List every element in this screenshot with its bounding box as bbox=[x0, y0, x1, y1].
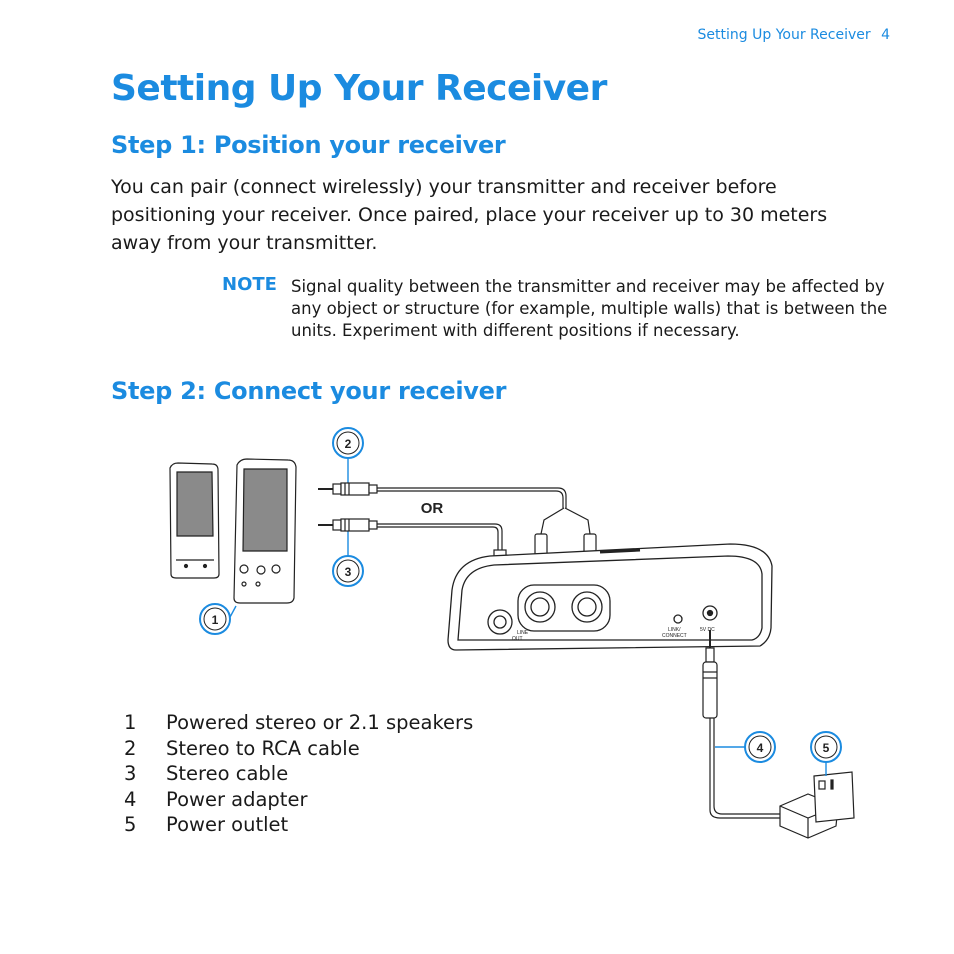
step1-body: You can pair (connect wirelessly) your t… bbox=[111, 176, 828, 254]
note-text: Signal quality between the transmitter a… bbox=[291, 277, 888, 340]
legend-number: 2 bbox=[124, 736, 137, 760]
running-header-title: Setting Up Your Receiver bbox=[697, 27, 871, 43]
note-label: NOTE bbox=[222, 274, 277, 295]
legend-label: Stereo cable bbox=[166, 762, 289, 785]
legend-item: 4 Power adapter bbox=[124, 787, 473, 813]
or-label: OR bbox=[421, 500, 444, 517]
right-speaker bbox=[233, 458, 297, 604]
legend-item: 2 Stereo to RCA cable bbox=[124, 736, 473, 762]
callout-4: 4 bbox=[715, 731, 776, 763]
callout-2-label: 2 bbox=[345, 437, 352, 451]
legend-label: Power outlet bbox=[166, 813, 289, 836]
page-number: 4 bbox=[881, 27, 890, 43]
legend-label: Powered stereo or 2.1 speakers bbox=[166, 711, 474, 734]
callout-1-label: 1 bbox=[212, 613, 219, 627]
callout-3: 3 bbox=[332, 531, 364, 587]
legend-item: 1 Powered stereo or 2.1 speakers bbox=[124, 710, 473, 736]
legend-item: 3 Stereo cable bbox=[124, 761, 473, 787]
step2-heading: Step 2: Connect your receiver bbox=[111, 377, 507, 405]
left-speaker bbox=[169, 462, 220, 579]
legend-number: 5 bbox=[124, 813, 137, 836]
svg-text:LINE: LINE bbox=[517, 630, 529, 636]
legend-number: 4 bbox=[124, 787, 137, 811]
svg-text:OUT: OUT bbox=[512, 636, 523, 642]
callout-1: 1 bbox=[199, 603, 237, 635]
running-header: Setting Up Your Receiver 4 bbox=[698, 27, 890, 43]
step1-heading: Step 1: Position your receiver bbox=[111, 131, 506, 159]
callout-4-label: 4 bbox=[757, 741, 764, 755]
legend-number: 3 bbox=[124, 762, 137, 785]
callout-5: 5 bbox=[810, 731, 842, 776]
receiver-unit: LINE OUT LINK/ CONNECT 5V DC bbox=[447, 543, 773, 651]
svg-text:5V DC: 5V DC bbox=[700, 627, 715, 633]
legend-label: Power adapter bbox=[166, 787, 308, 811]
callout-2: 2 bbox=[332, 427, 364, 483]
svg-text:LINK/: LINK/ bbox=[668, 627, 681, 633]
power-outlet bbox=[813, 771, 855, 823]
legend-number: 1 bbox=[124, 711, 137, 734]
callout-3-label: 3 bbox=[345, 565, 352, 579]
callout-5-label: 5 bbox=[823, 741, 830, 755]
page-title: Setting Up Your Receiver bbox=[111, 68, 607, 109]
legend-item: 5 Power outlet bbox=[124, 812, 473, 838]
legend-label: Stereo to RCA cable bbox=[166, 736, 360, 760]
svg-text:CONNECT: CONNECT bbox=[662, 633, 687, 639]
